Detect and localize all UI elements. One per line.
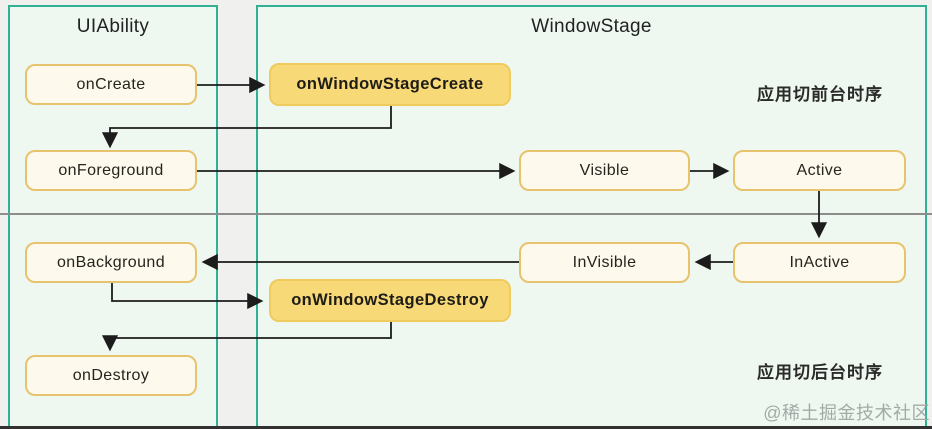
- section-divider: [0, 213, 932, 215]
- arrow-onwindowstagecreate-to-onforeground: [101, 106, 392, 149]
- arrow-onbackground-to-onwindowstagedestroy: [111, 283, 264, 310]
- node-visible: Visible: [519, 150, 690, 191]
- node-inactive: InActive: [733, 242, 906, 283]
- label-foreground-sequence: 应用切前台时序: [757, 85, 883, 104]
- node-active: Active: [733, 150, 906, 191]
- panel-title-windowstage: WindowStage: [531, 16, 652, 37]
- node-onforeground: onForeground: [25, 150, 197, 191]
- panel-title-uiability: UIAbility: [76, 16, 150, 37]
- node-onwindowstagecreate: onWindowStageCreate: [269, 63, 511, 106]
- node-invisible: InVisible: [519, 242, 690, 283]
- node-onbackground: onBackground: [25, 242, 197, 283]
- label-background-sequence: 应用切后台时序: [757, 363, 883, 382]
- node-ondestroy: onDestroy: [25, 355, 197, 396]
- node-onwindowstagedestroy: onWindowStageDestroy: [269, 279, 511, 322]
- arrow-onwindowstagedestroy-to-ondestroy: [101, 322, 392, 352]
- node-oncreate: onCreate: [25, 64, 197, 105]
- watermark-juejin: @稀土掘金技术社区: [763, 403, 930, 423]
- bottom-edge-strip: [0, 426, 932, 429]
